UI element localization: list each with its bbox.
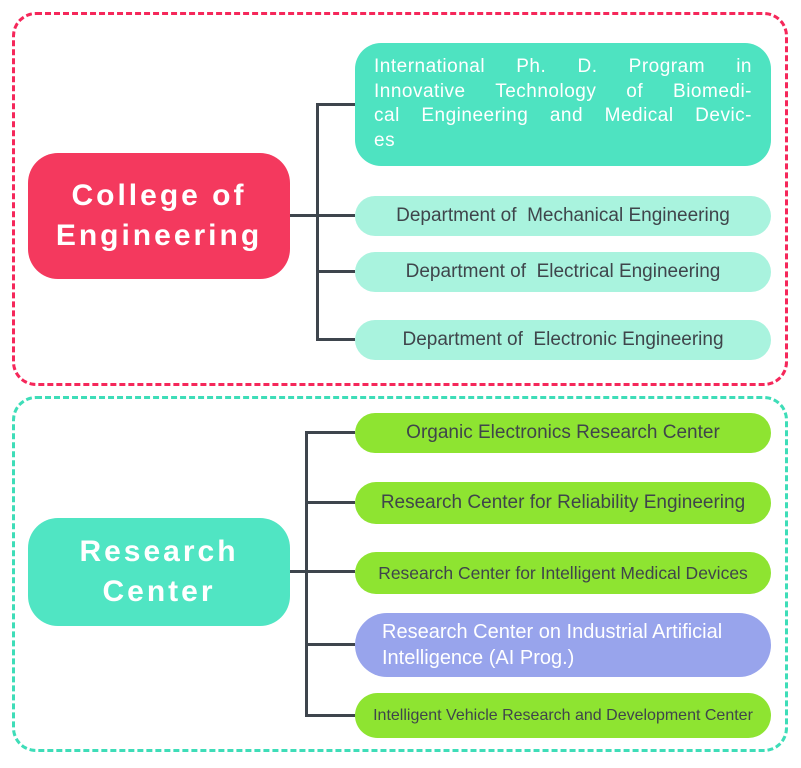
connector-branch-industrial-ai xyxy=(305,643,355,646)
node-reliability-engineering-research-center: Research Center for Reliability Engineer… xyxy=(355,482,771,524)
connector-branch-phd-program xyxy=(316,103,355,106)
industrial-ai-label-line1: Research Center on Industrial Artificial xyxy=(382,621,723,643)
intelligent-medical-devices-label: Research Center for Intelligent Medical … xyxy=(378,562,748,583)
connector-branch-intelligent-medical xyxy=(290,570,355,573)
phd-program-label-line1: International Ph. D. Program in xyxy=(374,56,752,77)
node-intelligent-vehicle-research-center: Intelligent Vehicle Research and Develop… xyxy=(355,693,771,738)
intelligent-vehicle-label: Intelligent Vehicle Research and Develop… xyxy=(373,706,753,724)
node-dept-electronic-engineering: Department of Electronic Engineering xyxy=(355,320,771,360)
connector-trunk-college xyxy=(316,103,319,341)
node-dept-electrical-engineering: Department of Electrical Engineering xyxy=(355,252,771,292)
research-center-frame xyxy=(12,396,788,752)
college-of-engineering-frame xyxy=(12,12,788,386)
phd-program-label-line2: Innovative Technology of Biomedi- xyxy=(374,80,752,102)
connector-branch-intelligent-vehicle xyxy=(305,714,355,717)
node-industrial-ai-research-center: Research Center on Industrial Artificial… xyxy=(355,613,771,677)
node-college-of-engineering: College of Engineering xyxy=(28,153,290,279)
node-international-phd-program: International Ph. D. Program in Innovati… xyxy=(355,43,771,166)
college-of-engineering-label-line2: Engineering xyxy=(55,219,263,252)
research-center-label-line2: Center xyxy=(102,575,216,608)
node-intelligent-medical-devices-research-center: Research Center for Intelligent Medical … xyxy=(355,552,771,594)
industrial-ai-label-line2: Intelligence (AI Prog.) xyxy=(382,647,575,669)
connector-trunk-research xyxy=(305,431,308,717)
organic-electronics-label: Organic Electronics Research Center xyxy=(406,422,720,443)
phd-program-label-line3: cal Engineering and Medical Devic- xyxy=(374,105,752,127)
node-research-center: Research Center xyxy=(28,518,290,626)
connector-branch-reliability xyxy=(305,501,355,504)
node-organic-electronics-research-center: Organic Electronics Research Center xyxy=(355,413,771,453)
dept-mechanical-label: Department of Mechanical Engineering xyxy=(396,205,730,226)
college-of-engineering-label-line1: College of xyxy=(71,179,247,213)
connector-branch-mechanical xyxy=(290,214,355,217)
node-dept-mechanical-engineering: Department of Mechanical Engineering xyxy=(355,196,771,236)
dept-electronic-label: Department of Electronic Engineering xyxy=(402,329,724,350)
connector-branch-organic-electronics xyxy=(305,431,355,434)
dept-electrical-label: Department of Electrical Engineering xyxy=(405,261,721,282)
phd-program-label-line4: es xyxy=(374,130,396,152)
connector-branch-electrical xyxy=(316,270,355,273)
research-center-label-line1: Research xyxy=(79,535,239,569)
reliability-engineering-label: Research Center for Reliability Engineer… xyxy=(380,492,746,513)
connector-branch-electronic xyxy=(316,338,355,341)
